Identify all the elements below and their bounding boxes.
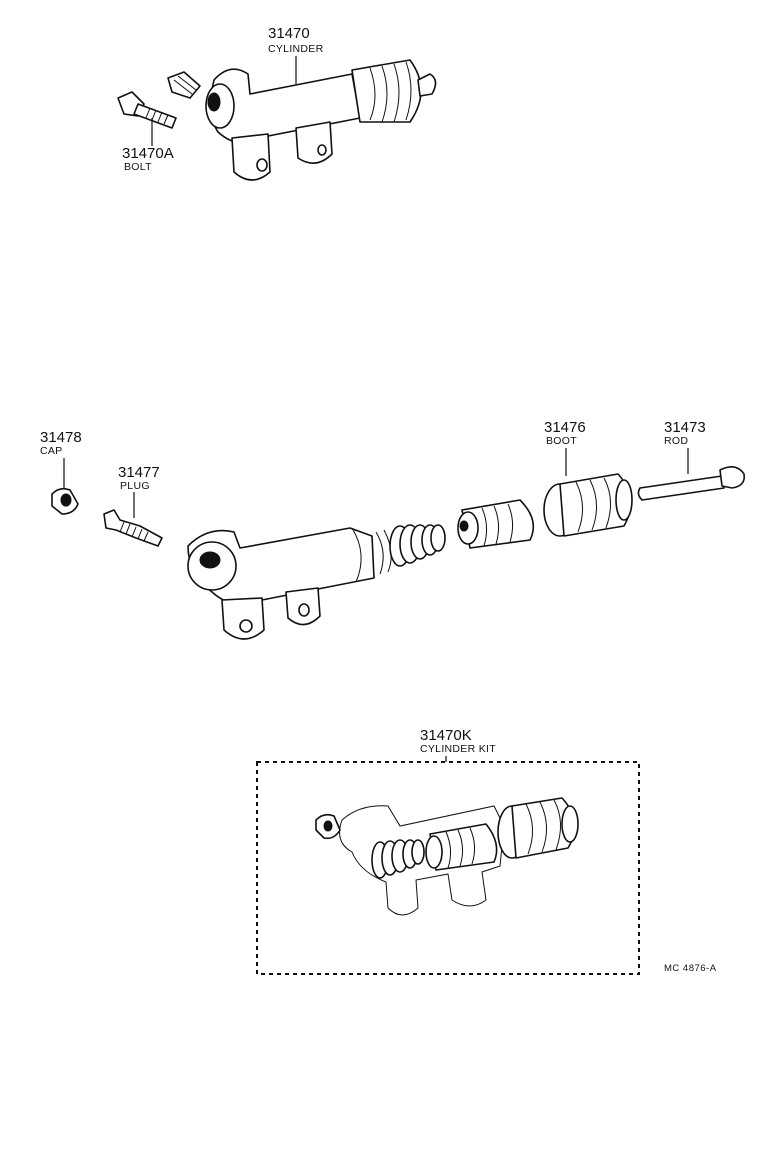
plug: [103, 509, 163, 547]
exploded-view: 31478 CAP 31477 PLUG: [40, 419, 746, 640]
plug-part-name: PLUG: [120, 480, 150, 492]
kit-boot: [497, 797, 579, 859]
boot-part-number: 31476: [544, 419, 586, 436]
cylinder-assembly: 31470 CYLINDER 31470A BOLT: [117, 25, 437, 181]
mounting-ear-rear: [295, 121, 333, 164]
kit-boundary-box: [256, 761, 640, 975]
boot: [543, 473, 633, 537]
boot-part-name: BOOT: [546, 435, 577, 447]
kit-spring: [371, 839, 425, 879]
cap-part-name: CAP: [40, 445, 63, 457]
bolt-part-number: 31470A: [122, 145, 174, 162]
spring: [389, 524, 446, 567]
rod-part-name: ROD: [664, 435, 688, 447]
cylinder-kit: 31470K CYLINDER KIT: [256, 727, 717, 975]
bolt-part-name: BOLT: [124, 161, 152, 173]
kit-part-number: 31470K: [420, 727, 472, 744]
plug-part-number: 31477: [118, 464, 160, 481]
rod: [637, 466, 746, 501]
cap-part-number: 31478: [40, 429, 82, 446]
kit-cylinder-outline: [339, 805, 505, 916]
rod-part-number: 31473: [664, 419, 706, 436]
kit-piston: [425, 823, 498, 871]
cylinder-part-number: 31470: [268, 25, 310, 42]
exploded-mounting-ear-front: [221, 597, 265, 640]
assembled-rod-end: [417, 73, 437, 97]
figure-code: MC 4876-A: [664, 963, 717, 974]
kit-part-name: CYLINDER KIT: [420, 743, 496, 755]
mounting-ear-front: [231, 133, 271, 181]
cylinder-part-name: CYLINDER: [268, 43, 324, 55]
kit-cap: [315, 813, 341, 840]
piston: [457, 499, 535, 549]
assembled-plug: [167, 71, 201, 99]
bolt-shank: [133, 103, 177, 129]
